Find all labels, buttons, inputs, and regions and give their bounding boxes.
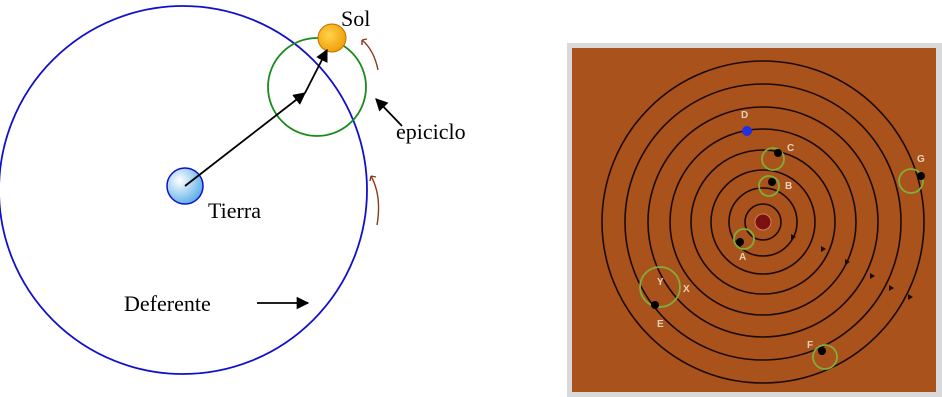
ptolemaic-diagram: Sol epiciclo Tierra Deferente <box>0 5 466 375</box>
direction-marker <box>870 273 875 279</box>
sun-icon <box>317 23 347 53</box>
epicycle-circle <box>267 37 367 137</box>
epicycle-y <box>639 266 681 308</box>
orbits-background <box>572 48 936 392</box>
planets <box>651 149 925 355</box>
epicycle-orbits-diagram: D C B A G Y X E F <box>567 43 942 397</box>
planet-label-d: D <box>741 110 748 121</box>
epicycle-b <box>758 175 780 197</box>
planet-label-x: X <box>683 284 690 295</box>
deferent-circle <box>0 5 368 375</box>
planet-label-b: B <box>785 181 792 192</box>
planet-label-f: F <box>807 340 813 351</box>
epicycles <box>639 147 924 370</box>
earth-to-epicycle-arrow <box>184 92 306 187</box>
center-body-icon <box>754 213 772 231</box>
planet-label-e: E <box>657 319 664 330</box>
deferent-motion-arrowhead <box>369 175 377 182</box>
sun-label: Sol <box>341 6 370 31</box>
orbit-ring <box>690 149 836 295</box>
direction-marker <box>845 259 850 265</box>
marker-d <box>742 126 752 136</box>
epicycle-to-sun-arrow <box>304 48 328 94</box>
planet-e <box>651 301 659 309</box>
deferent-label: Deferente <box>124 291 211 316</box>
direction-marker <box>908 294 913 300</box>
epicycle-label: epiciclo <box>396 119 466 144</box>
epicycle-f <box>812 344 838 370</box>
epicycle-c <box>761 147 785 171</box>
planet-f <box>818 347 826 355</box>
orbit-direction-markers <box>791 234 913 300</box>
planet-c <box>774 149 782 157</box>
epicycle-pointer-arrow <box>375 98 403 127</box>
planet-label-a: A <box>739 252 746 263</box>
orbit-ring <box>624 83 902 361</box>
direction-marker <box>791 234 796 240</box>
planet-a <box>736 238 744 246</box>
deferent-motion-arrow <box>370 175 380 226</box>
orbit-ring <box>744 203 782 241</box>
planet-label-c: C <box>787 143 794 154</box>
epicycle-a <box>733 228 755 250</box>
epicycle-motion-arrow <box>361 39 379 71</box>
orbit-rings <box>601 60 925 384</box>
direction-marker <box>889 285 894 291</box>
planet-label-y: Y <box>657 277 664 288</box>
orbit-ring <box>669 128 857 316</box>
direction-marker <box>821 246 826 252</box>
planet-g <box>917 172 925 180</box>
orbit-ring <box>710 169 816 275</box>
epicycle-motion-arrowhead <box>361 38 368 45</box>
orbit-ring <box>601 60 925 384</box>
epicycle-g <box>898 168 924 194</box>
planet-label-g: G <box>917 154 925 165</box>
planet-b <box>768 178 776 186</box>
orbit-ring <box>647 106 879 338</box>
orbit-ring <box>728 187 798 257</box>
earth-label: Tierra <box>208 198 261 223</box>
